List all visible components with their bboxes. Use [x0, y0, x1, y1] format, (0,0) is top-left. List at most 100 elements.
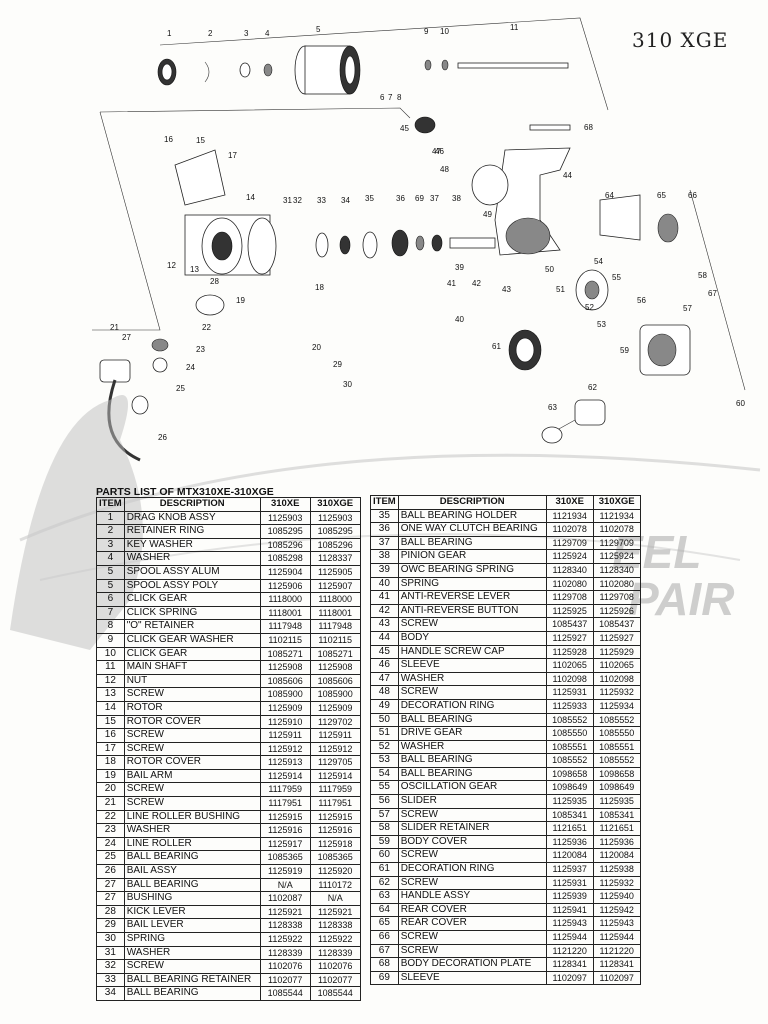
label-42: 42	[472, 279, 481, 288]
cell-310xge: 1125909	[309, 700, 361, 716]
label-41: 41	[447, 279, 456, 288]
cell-310xe: 1125908	[259, 660, 311, 675]
cell-310xe: 1102115	[259, 632, 311, 648]
cell-item: 9	[96, 632, 125, 648]
label-2: 2	[208, 29, 213, 38]
cell-310xge: 1085295	[309, 524, 361, 539]
label-29: 29	[333, 360, 342, 369]
cell-description: SLEEVE	[397, 970, 547, 986]
drag-knob-part	[157, 58, 177, 86]
cell-310xge: 1125932	[592, 685, 641, 700]
cell-item: 61	[370, 862, 399, 877]
cell-item: 30	[96, 932, 125, 947]
cell-item: 21	[96, 796, 125, 811]
cell-description: WASHER	[123, 945, 261, 961]
cell-310xe: 1125943	[545, 916, 594, 931]
cell-description: MAIN SHAFT	[123, 660, 261, 675]
cell-310xge: 1118000	[309, 592, 361, 607]
table-header-row: ITEM DESCRIPTION 310XE 310XGE	[96, 497, 361, 512]
cell-310xge: 1125924	[592, 549, 641, 564]
cell-310xe: 1125936	[545, 834, 594, 850]
cell-310xe: 1085295	[259, 524, 311, 539]
cell-description: DECORATION RING	[397, 862, 547, 877]
cell-description: REAR COVER	[397, 902, 547, 918]
cell-310xe: 1125914	[259, 768, 311, 784]
label-64: 64	[605, 191, 614, 200]
cell-description: HANDLE ASSY	[397, 889, 547, 904]
cell-310xe: 1125925	[545, 603, 594, 619]
cell-310xge: 1125944	[592, 930, 641, 945]
cell-description: REAR COVER	[397, 916, 547, 931]
cell-310xge: 1128339	[309, 945, 361, 961]
cell-310xge: 1102098	[592, 671, 641, 687]
label-53: 53	[597, 320, 606, 329]
label-63: 63	[548, 403, 557, 412]
cell-description: SLIDER	[397, 794, 547, 809]
cell-310xe: 1125941	[545, 902, 594, 918]
cell-description: ANTI-REVERSE LEVER	[397, 590, 547, 605]
col-item: ITEM	[370, 495, 399, 510]
cell-310xge: 1117951	[309, 796, 361, 811]
label-32: 32	[293, 196, 302, 205]
cell-310xe: 1085437	[545, 617, 594, 632]
cell-description: BALL BEARING	[397, 535, 547, 551]
cell-description: SPOOL ASSY ALUM	[123, 564, 261, 580]
label-18: 18	[315, 283, 324, 292]
cell-description: "O" RETAINER	[123, 619, 261, 634]
label-21: 21	[110, 323, 119, 332]
label-24: 24	[186, 363, 195, 372]
cell-310xge: 1102115	[309, 632, 361, 648]
cell-310xge: 1102080	[592, 576, 641, 592]
label-7: 7	[388, 93, 393, 102]
cell-310xge: 1125903	[309, 510, 361, 526]
cell-description: BALL BEARING	[123, 986, 261, 1001]
cell-description: BALL BEARING	[123, 850, 261, 866]
cell-item: 17	[96, 741, 125, 757]
cell-description: PINION GEAR	[397, 549, 547, 564]
label-54: 54	[594, 257, 603, 266]
cell-item: 69	[370, 970, 399, 986]
cell-description: CLICK SPRING	[123, 605, 261, 621]
cell-item: 19	[96, 768, 125, 784]
label-65: 65	[657, 191, 666, 200]
cell-item: 36	[370, 522, 399, 537]
cell-item: 34	[96, 986, 125, 1001]
cell-item: 32	[96, 959, 125, 974]
body-part	[414, 116, 571, 256]
cell-description: NUT	[123, 673, 261, 689]
cell-310xge: 1085437	[592, 617, 641, 632]
main-shaft-part	[424, 59, 569, 71]
cell-310xge: 1128341	[592, 957, 641, 972]
label-3: 3	[244, 29, 249, 38]
cell-description: SLEEVE	[397, 658, 547, 673]
cell-310xge: 1102078	[592, 522, 641, 537]
cell-item: 45	[370, 644, 399, 660]
cell-item: 65	[370, 916, 399, 931]
cell-310xge: 1085606	[309, 673, 361, 689]
cell-310xge: 1102076	[309, 959, 361, 974]
cell-310xe: 1125917	[259, 836, 311, 852]
cell-310xge: 1085365	[309, 850, 361, 866]
cell-description: KEY WASHER	[123, 537, 261, 553]
cell-item: 58	[370, 821, 399, 836]
cell-description: LINE ROLLER BUSHING	[123, 809, 261, 825]
cell-description: HANDLE SCREW CAP	[397, 644, 547, 660]
cell-item: 63	[370, 889, 399, 904]
cell-310xge: 1125918	[309, 836, 361, 852]
